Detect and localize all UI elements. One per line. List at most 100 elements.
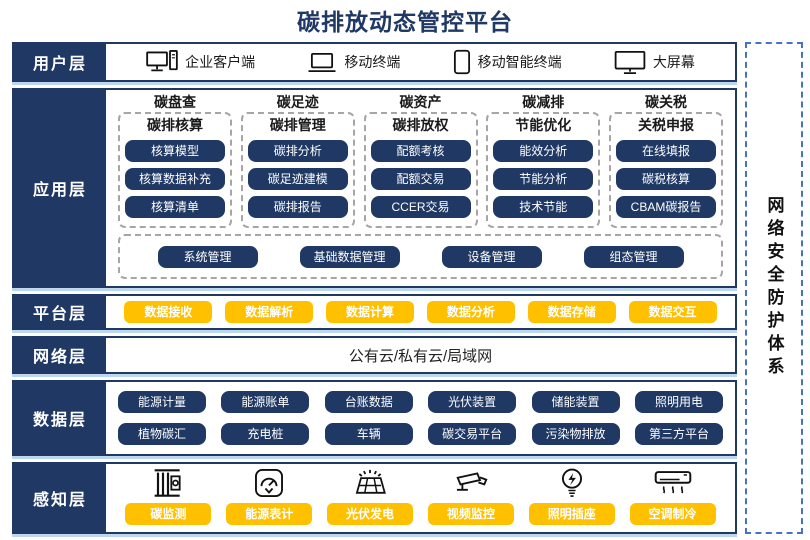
data-source-button: 第三方平台 [634, 422, 723, 445]
data-source-button: 污染物排放 [531, 422, 620, 445]
app-module-button: 在线填报 [616, 140, 716, 162]
sense-item: 光伏发电 [327, 466, 414, 525]
sense-item: 能源表计 [226, 466, 313, 525]
layer-network: 网络层 公有云/私有云/局域网 [12, 336, 737, 374]
app-module-button: 碳足迹建模 [247, 168, 348, 190]
app-column-subtitle: 碳排管理 [269, 117, 326, 133]
app-column-header: 碳资产 [399, 94, 442, 110]
user-item-label: 大屏幕 [652, 54, 695, 70]
user-item: 移动终端 [307, 51, 400, 74]
sense-label: 光伏发电 [327, 503, 414, 525]
app-content: 碳盘查碳排核算核算模型核算数据补充核算清单碳足迹碳排管理碳排分析碳足迹建模碳排报… [106, 90, 735, 286]
laptop-icon [307, 51, 337, 74]
sense-label: 照明插座 [528, 503, 615, 525]
sense-items: 碳监测能源表计光伏发电视频监控照明插座空调制冷 [106, 464, 735, 532]
app-column-box: 节能优化能效分析节能分析技术节能 [486, 112, 601, 228]
app-module-button: 碳排分析 [247, 140, 348, 162]
energy-meter-icon [254, 466, 284, 498]
layer-user: 用户层 企业客户端 移动终端 移动智能终端 大屏幕 [12, 42, 737, 82]
data-source-button: 储能装置 [531, 391, 620, 414]
security-panel: 网络安全防护体系 [745, 42, 803, 534]
platform-items: 数据接收数据解析数据计算数据分析数据存储数据交互 [106, 296, 735, 328]
sense-label: 视频监控 [427, 503, 514, 525]
layer-app: 应用层 碳盘查碳排核算核算模型核算数据补充核算清单碳足迹碳排管理碳排分析碳足迹建… [12, 88, 737, 288]
data-source-button: 能源计量 [118, 391, 206, 414]
user-item-label: 移动智能终端 [477, 54, 562, 70]
app-column-box: 碳排管理碳排分析碳足迹建模碳排报告 [240, 112, 355, 228]
platform-button: 数据接收 [124, 301, 213, 323]
app-module-button: 技术节能 [493, 196, 594, 218]
platform-button: 数据解析 [225, 301, 314, 323]
layer-sense-label: 感知层 [14, 464, 106, 532]
app-module-button: 配额考核 [370, 140, 471, 162]
app-column-box: 碳排放权配额考核配额交易 CCER交易 [363, 112, 478, 228]
app-column: 碳减排节能优化能效分析节能分析技术节能 [486, 93, 601, 228]
app-module-button: 碳税核算 [616, 168, 716, 190]
platform-button: 数据分析 [426, 301, 515, 323]
data-source-button: 碳交易平台 [428, 422, 517, 445]
data-source-button: 充电桩 [221, 422, 310, 445]
sense-label: 空调制冷 [629, 503, 716, 525]
app-column-subtitle: 碳排放权 [392, 117, 449, 133]
air-conditioner-icon [654, 466, 692, 498]
app-module-button: 配额交易 [370, 168, 471, 190]
app-column-subtitle: 节能优化 [515, 117, 572, 133]
app-module-button: 核算清单 [125, 196, 225, 218]
app-module-button: CCER交易 [370, 196, 471, 218]
security-panel-label: 网络安全防护体系 [764, 196, 784, 380]
platform-button: 数据交互 [628, 301, 717, 323]
layer-network-label: 网络层 [14, 338, 106, 372]
app-columns: 碳盘查碳排核算核算模型核算数据补充核算清单碳足迹碳排管理碳排分析碳足迹建模碳排报… [106, 90, 735, 228]
layer-platform: 平台层 数据接收数据解析数据计算数据分析数据存储数据交互 [12, 294, 737, 330]
app-module-button: 核算数据补充 [125, 168, 225, 190]
user-items: 企业客户端 移动终端 移动智能终端 大屏幕 [106, 44, 735, 80]
sense-item: 照明插座 [528, 466, 615, 525]
app-column-header: 碳减排 [522, 94, 565, 110]
app-column-subtitle: 碳排核算 [147, 117, 203, 133]
app-module-button: 碳排报告 [247, 196, 348, 218]
platform-button: 数据存储 [527, 301, 616, 323]
sense-item: 碳监测 [125, 466, 212, 525]
data-source-button: 台账数据 [324, 391, 413, 414]
layer-platform-label: 平台层 [14, 296, 106, 328]
carbon-monitor-icon [151, 466, 185, 498]
data-source-button: 车辆 [324, 422, 413, 445]
data-row: 植物碳汇充电桩车辆碳交易平台污染物排放第三方平台 [118, 422, 723, 445]
layer-sense: 感知层 碳监测能源表计光伏发电视频监控照明插座空调制冷 [12, 462, 737, 534]
data-rows: 能源计量能源账单台账数据光伏装置储能装置照明用电植物碳汇充电桩车辆碳交易平台污染… [106, 382, 735, 454]
layer-user-label: 用户层 [14, 44, 106, 80]
layer-data: 数据层 能源计量能源账单台账数据光伏装置储能装置照明用电植物碳汇充电桩车辆碳交易… [12, 380, 737, 456]
screen-icon [614, 50, 646, 75]
user-item: 企业客户端 [146, 49, 255, 75]
app-common-button: 设备管理 [441, 245, 542, 268]
app-common-button: 基础数据管理 [299, 245, 400, 268]
app-module-button: 核算模型 [125, 140, 225, 162]
page-title: 碳排放动态管控平台 [297, 9, 513, 35]
app-column: 碳资产碳排放权配额考核配额交易 CCER交易 [363, 93, 478, 228]
layer-stack: 用户层 企业客户端移动终端移动智能终端大屏幕 应用层 碳盘查碳排核算核算模型核算… [12, 42, 737, 534]
sense-item: 空调制冷 [629, 466, 716, 525]
app-common-button: 组态管理 [583, 245, 684, 268]
data-source-button: 照明用电 [634, 391, 723, 414]
diagram-body: 用户层 企业客户端移动终端移动智能终端大屏幕 应用层 碳盘查碳排核算核算模型核算… [12, 42, 805, 534]
solar-panel-icon [352, 466, 388, 498]
app-column-header: 碳足迹 [276, 94, 319, 110]
network-text: 公有云/私有云/局域网 [348, 347, 493, 365]
bulb-plug-icon [560, 466, 584, 498]
data-source-button: 能源账单 [221, 391, 310, 414]
sense-item: 视频监控 [427, 466, 514, 525]
sense-label: 碳监测 [125, 503, 212, 525]
user-item-label: 企业客户端 [185, 54, 256, 70]
data-source-button: 光伏装置 [428, 391, 517, 414]
cctv-camera-icon [453, 466, 489, 498]
app-common-box: 系统管理基础数据管理设备管理组态管理 [118, 234, 723, 279]
layer-app-label: 应用层 [14, 90, 106, 286]
app-column: 碳足迹碳排管理碳排分析碳足迹建模碳排报告 [240, 93, 355, 228]
data-source-button: 植物碳汇 [118, 422, 206, 445]
app-module-button: 节能分析 [493, 168, 594, 190]
platform-button: 数据计算 [326, 301, 415, 323]
user-item: 大屏幕 [614, 50, 695, 75]
